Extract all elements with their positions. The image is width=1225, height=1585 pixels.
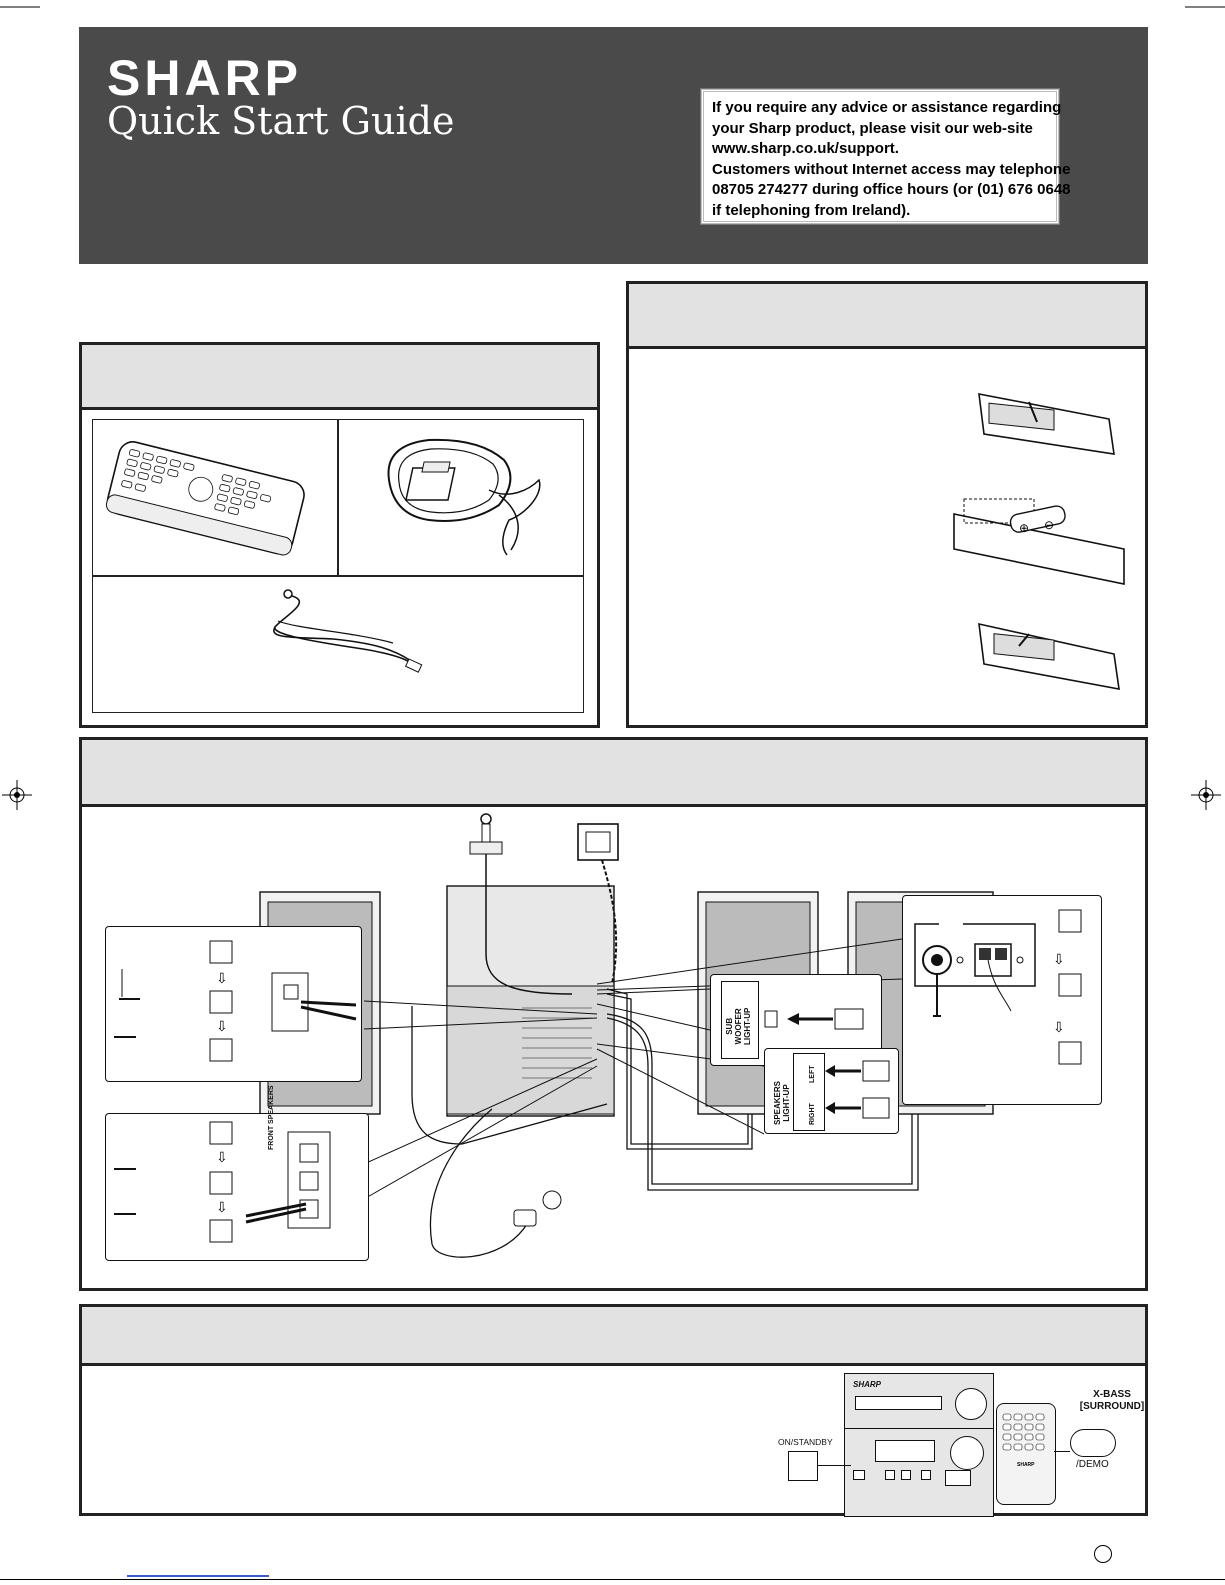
operation-section: SHARP ON/STANDBY SHARP X-BASS [SURROUND]: [79, 1304, 1148, 1517]
svg-text:SHARP: SHARP: [1017, 1462, 1035, 1468]
help-line: your Sharp product, please visit our web…: [712, 119, 1033, 137]
footer-link-underline: [127, 1575, 269, 1577]
fm-antenna-cell: [92, 576, 584, 713]
front-speakers-terminal-callout: ⇩ ⇩ FRONT SPEAKERS: [105, 1085, 369, 1261]
lightup-label: LIGHT-UP: [743, 1007, 752, 1045]
left-speaker-terminal-callout: ⇩ ⇩: [105, 926, 362, 1082]
demo-label: /DEMO: [1076, 1459, 1109, 1470]
help-line: 08705 274277 during office hours (or (01…: [712, 181, 1071, 198]
page-marker-circle: [1094, 1545, 1112, 1563]
front-speakers-label: FRONT SPEAKERS: [268, 1085, 275, 1150]
unit-brand: SHARP: [853, 1380, 882, 1389]
speakers-lightup-callout: SPEAKERS LIGHT-UP LEFT RIGHT: [764, 1048, 899, 1134]
remote-closeup: SHARP: [996, 1403, 1056, 1505]
unit-front-panel: SHARP: [844, 1373, 994, 1517]
crosshair-right-icon: [1191, 780, 1221, 810]
remote-control-cell: [92, 419, 338, 576]
svg-text:⇩: ⇩: [1053, 951, 1065, 967]
help-line: Customers without Internet access may te…: [712, 160, 1071, 178]
svg-text:⇩: ⇩: [216, 1149, 228, 1165]
help-notice-box: If you require any advice or assistance …: [701, 89, 1071, 224]
remote-step1-icon: [978, 393, 1115, 455]
xbass-label: X-BASS: [1093, 1389, 1131, 1400]
svg-text:⇩: ⇩: [1053, 1019, 1065, 1035]
battery-section-header: [629, 284, 1145, 349]
accessories-section-header: [82, 345, 597, 410]
brand-logo: SHARP: [107, 50, 303, 106]
battery-section: ⊕ ⊖: [626, 281, 1148, 728]
remote-control-icon: [105, 441, 305, 556]
unit-standby-button[interactable]: [853, 1470, 865, 1480]
operation-section-header: [82, 1307, 1145, 1366]
svg-text:⊕: ⊕: [1019, 521, 1029, 535]
crosshair-left-icon: [2, 780, 32, 810]
accessories-section: [79, 342, 600, 728]
svg-text:⇩: ⇩: [216, 1199, 228, 1215]
help-line: If you require any advice or assistance …: [712, 99, 1062, 116]
loop-antenna-icon: [387, 438, 541, 556]
remote-step2-icon: ⊕ ⊖: [953, 498, 1125, 585]
help-line: if telephoning from Ireland).: [712, 201, 911, 219]
svg-text:⊖: ⊖: [1044, 518, 1054, 532]
speakers-lightup-label: LIGHT-UP: [782, 1084, 791, 1122]
svg-text:⇩: ⇩: [216, 970, 228, 986]
subwoofer-terminal-callout: ⇩ ⇩: [902, 895, 1102, 1105]
fm-wire-antenna-icon: [273, 589, 423, 673]
on-standby-callout-box: [788, 1451, 818, 1481]
battery-installation-diagram: ⊕ ⊖: [953, 393, 1125, 690]
connection-section: ⇩ ⇩ ⇩ ⇩ FRONT SPEAKERS SUB WOO: [79, 737, 1148, 1291]
svg-text:⇩: ⇩: [216, 1018, 228, 1034]
xbass-surround-demo-button[interactable]: [1070, 1429, 1116, 1457]
left-label: LEFT: [809, 1065, 816, 1084]
subwoofer-lightup-panel: [721, 981, 759, 1059]
sub-label: SUB: [725, 1017, 734, 1035]
header-banner: SHARP Quick Start Guide If you require a…: [79, 27, 1148, 264]
right-label: RIGHT: [809, 1103, 816, 1125]
remote-step3-icon: [978, 622, 1120, 690]
on-standby-label: ON/STANDBY: [778, 1437, 833, 1447]
connection-section-header: [82, 740, 1145, 807]
page-title: Quick Start Guide: [107, 99, 455, 143]
am-loop-antenna-cell: [338, 419, 584, 576]
surround-label: [SURROUND]: [1079, 1401, 1145, 1412]
footer-rule: [0, 1579, 1225, 1580]
help-line: www.sharp.co.uk/support.: [712, 140, 899, 157]
speakers-label: SPEAKERS: [773, 1080, 782, 1125]
woofer-label: WOOFER: [734, 1008, 743, 1045]
